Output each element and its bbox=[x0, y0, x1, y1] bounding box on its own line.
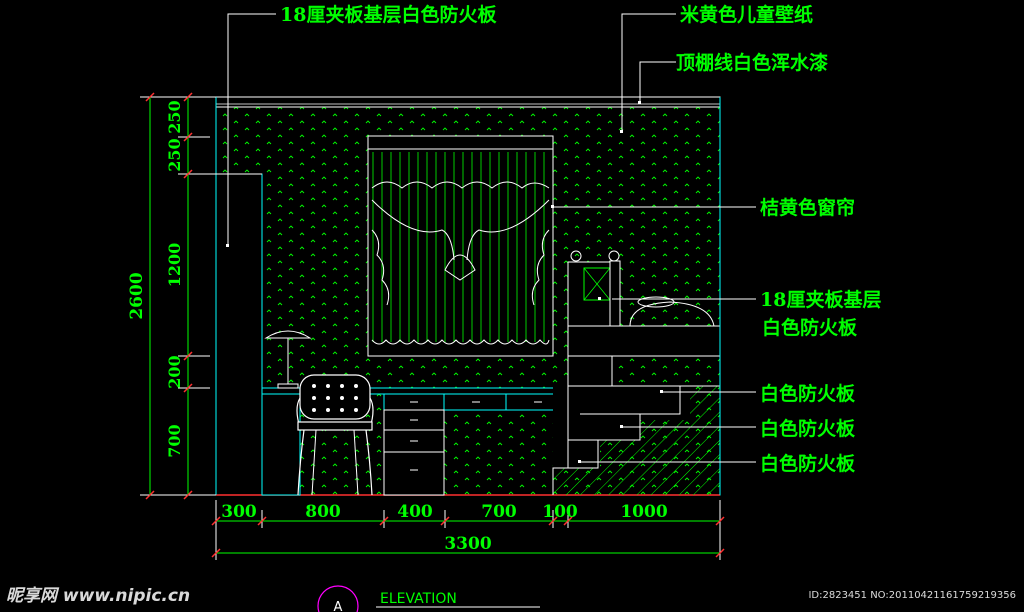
desk-lamp bbox=[264, 330, 312, 389]
desk bbox=[261, 387, 569, 496]
window-curtain bbox=[367, 135, 554, 357]
elevation-title: ELEVATION bbox=[380, 591, 457, 607]
chair-leg-left bbox=[297, 429, 305, 496]
dim-horizontal-seg-2: 800 bbox=[305, 502, 341, 522]
note-white-board-2: 白色防火板 bbox=[760, 417, 856, 440]
note-white-board-3: 白色防火板 bbox=[760, 452, 856, 475]
chair-back bbox=[299, 374, 371, 420]
curtain-tieback-center bbox=[444, 254, 476, 281]
note-board-18-top: 18厘夹板基层白色防火板 bbox=[280, 3, 497, 26]
curtain-tassels-right bbox=[531, 229, 550, 306]
title-block: A ELEVATION bbox=[317, 585, 540, 612]
chair-leg-mid-left bbox=[311, 429, 317, 496]
watermark-site: 昵享网 www.nipic.cn bbox=[6, 586, 190, 606]
watermark-id: ID:2823451 NO:20110421161759219356 bbox=[808, 590, 1016, 601]
note-curtain: 桔黄色窗帘 bbox=[760, 196, 855, 219]
note-white-board-1: 白色防火板 bbox=[760, 382, 856, 405]
desk-drawer-3 bbox=[383, 451, 445, 496]
note-wallpaper: 米黄色儿童壁纸 bbox=[680, 3, 813, 26]
dim-horizontal-seg-1: 300 bbox=[221, 502, 257, 522]
dim-vertical-seg-1: 250 bbox=[165, 100, 184, 133]
ceiling-molding bbox=[215, 96, 721, 108]
lamp-base bbox=[277, 383, 299, 389]
dim-horizontal-seg-6: 1000 bbox=[620, 502, 667, 522]
side-board-panel bbox=[215, 173, 263, 496]
curtain-tassels-left bbox=[371, 229, 390, 306]
leader-dots bbox=[226, 101, 663, 463]
vertical-dimensions: 2600 250 250 1200 200 700 bbox=[127, 92, 262, 500]
dim-vertical-total: 2600 bbox=[127, 272, 147, 319]
dim-vertical-seg-2: 250 bbox=[165, 138, 184, 171]
bed-step-support bbox=[567, 355, 613, 387]
dim-horizontal-seg-4: 700 bbox=[481, 502, 517, 522]
stairs bbox=[552, 355, 721, 495]
dim-horizontal-seg-3: 400 bbox=[397, 502, 433, 522]
chair-seat bbox=[297, 421, 373, 431]
bed-pillow bbox=[629, 301, 715, 327]
bed-pillow-top bbox=[637, 296, 675, 308]
dim-horizontal-total: 3300 bbox=[444, 534, 491, 554]
curtain-swag-left bbox=[371, 199, 455, 261]
dim-vertical-seg-3: 1200 bbox=[165, 243, 184, 288]
note-board-18-base-line2: 白色防火板 bbox=[762, 316, 858, 339]
curtain-fabric bbox=[372, 152, 549, 342]
dim-vertical-seg-5: 700 bbox=[165, 424, 184, 457]
leaders bbox=[227, 13, 756, 463]
section-marker-letter: A bbox=[334, 600, 343, 612]
horizontal-dimensions: 300 800 400 700 100 1000 3300 bbox=[211, 500, 725, 560]
dim-vertical-seg-4: 200 bbox=[165, 355, 184, 388]
curtain-swag-right bbox=[466, 199, 550, 261]
desk-left-panel bbox=[261, 393, 301, 496]
bed-platform bbox=[567, 325, 721, 357]
curtain-hem-scallop bbox=[371, 339, 550, 345]
note-ceiling-line: 顶棚线白色浑水漆 bbox=[676, 51, 828, 74]
dim-horizontal-seg-5: 100 bbox=[542, 502, 578, 522]
chair bbox=[296, 374, 374, 496]
section-marker-circle bbox=[317, 585, 359, 612]
lamp-shade bbox=[264, 330, 312, 339]
chair-back-buttons bbox=[312, 384, 358, 412]
curtain-valance bbox=[371, 181, 550, 189]
note-board-18-base-line1: 18厘夹板基层 bbox=[760, 288, 881, 311]
chair-leg-mid-right bbox=[353, 429, 359, 496]
bed-post-finial-left bbox=[570, 250, 582, 262]
frame-lines bbox=[215, 97, 721, 495]
chair-leg-right bbox=[365, 429, 373, 496]
bed-post-right bbox=[609, 260, 621, 327]
